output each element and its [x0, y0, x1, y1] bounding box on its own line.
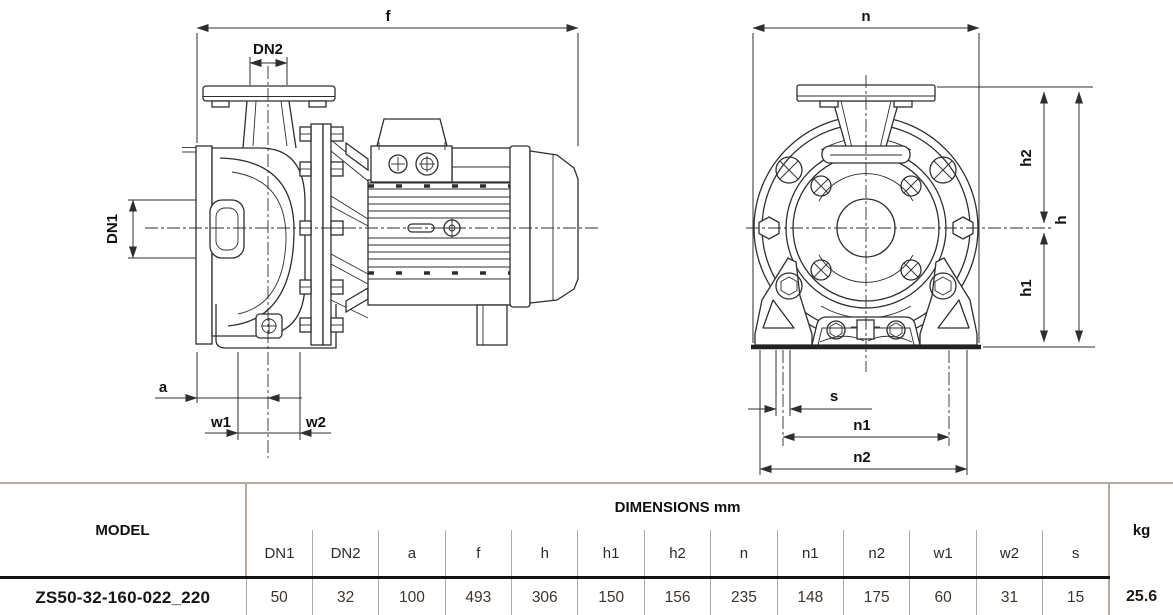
value-a: 100: [378, 576, 446, 615]
value-h: 306: [511, 576, 578, 615]
value-dn1: 50: [245, 576, 313, 615]
value-dn2: 32: [311, 576, 379, 615]
dimensions-table: MODEL DIMENSIONS mm kg DN1 DN2 a f h h1 …: [0, 482, 1173, 615]
dimensions-header: DIMENSIONS mm: [614, 498, 741, 516]
dimension-a: a: [155, 352, 302, 403]
col-header-w2: w2: [975, 530, 1043, 578]
model-name: ZS50-32-160-022_220: [0, 576, 246, 615]
fan-cover: [529, 150, 579, 304]
kg-column-header: kg: [1108, 483, 1173, 578]
col-header-h2: h2: [643, 530, 711, 578]
pump-casing: [182, 85, 337, 349]
dimension-s: s: [748, 350, 872, 416]
discharge-flange: [202, 85, 336, 102]
dimension-dn1: DN1: [104, 199, 196, 259]
value-f: 493: [444, 576, 512, 615]
col-header-f: f: [444, 530, 512, 578]
dimension-n1: n1: [782, 350, 950, 446]
dim-label-dn1: DN1: [104, 214, 121, 244]
col-header-n: n: [710, 530, 778, 578]
dim-label-w2: w2: [305, 414, 326, 431]
value-n2: 175: [843, 576, 910, 615]
dim-label-s: s: [830, 388, 838, 405]
dim-label-f: f: [386, 8, 392, 25]
dimension-f: f: [196, 8, 579, 146]
dim-label-n2: n2: [853, 449, 871, 466]
value-s: 15: [1042, 576, 1110, 615]
col-header-h1: h1: [577, 530, 645, 578]
table-row: ZS50-32-160-022_220 50 32 100 493 306 15…: [0, 576, 1173, 615]
col-header-dn2: DN2: [311, 530, 379, 578]
motor-foot: [476, 304, 508, 346]
dimension-w1-w2: w1 w2: [205, 352, 331, 440]
suction-nozzle: [209, 199, 245, 259]
dim-label-h: h: [1053, 215, 1070, 224]
col-header-a: a: [378, 530, 446, 578]
adapter-flange: [299, 123, 369, 346]
terminal-box: [370, 145, 453, 183]
col-header-n1: n1: [776, 530, 844, 578]
dim-label-h2: h2: [1018, 149, 1035, 167]
motor: [367, 118, 579, 346]
model-column-header: MODEL: [0, 483, 247, 578]
col-header-s: s: [1042, 530, 1110, 578]
col-header-h: h: [511, 530, 578, 578]
col-header-w1: w1: [909, 530, 977, 578]
value-w1: 60: [909, 576, 977, 615]
side-view: f DN2 DN1 a w1 w2: [104, 8, 598, 458]
dimension-letters-row: DN1 DN2 a f h h1 h2 n n1 n2 w1 w2 s: [0, 530, 1173, 578]
col-header-n2: n2: [843, 530, 910, 578]
value-n1: 148: [776, 576, 844, 615]
dimensions-table-wrap: MODEL DIMENSIONS mm kg DN1 DN2 a f h h1 …: [0, 482, 1173, 615]
dimension-dn2: DN2: [249, 41, 288, 85]
dim-label-n: n: [861, 8, 870, 25]
technical-drawing: f DN2 DN1 a w1 w2: [104, 8, 1095, 475]
value-w2: 31: [975, 576, 1043, 615]
cable-gland: [415, 152, 439, 176]
col-header-dn1: DN1: [264, 544, 295, 562]
dimension-h-group: h2 h h1: [937, 86, 1095, 348]
value-h2: 156: [643, 576, 711, 615]
dim-label-a: a: [159, 379, 168, 396]
support-feet: [751, 257, 981, 350]
dim-label-dn2: DN2: [253, 41, 283, 58]
cable-gland: [388, 154, 408, 174]
dim-label-w1: w1: [210, 414, 231, 431]
value-kg: 25.6: [1108, 577, 1173, 615]
front-view: n h2 h h1 s n1 n2: [746, 8, 1095, 475]
dim-label-h1: h1: [1018, 279, 1035, 297]
dimension-n2: n2: [759, 350, 968, 475]
dim-label-n1: n1: [853, 417, 871, 434]
casing-bolts: [758, 156, 974, 300]
value-n: 235: [710, 576, 778, 615]
terminal-box-lid: [376, 118, 448, 147]
value-h1: 150: [577, 576, 645, 615]
dimension-n: n: [752, 8, 980, 343]
